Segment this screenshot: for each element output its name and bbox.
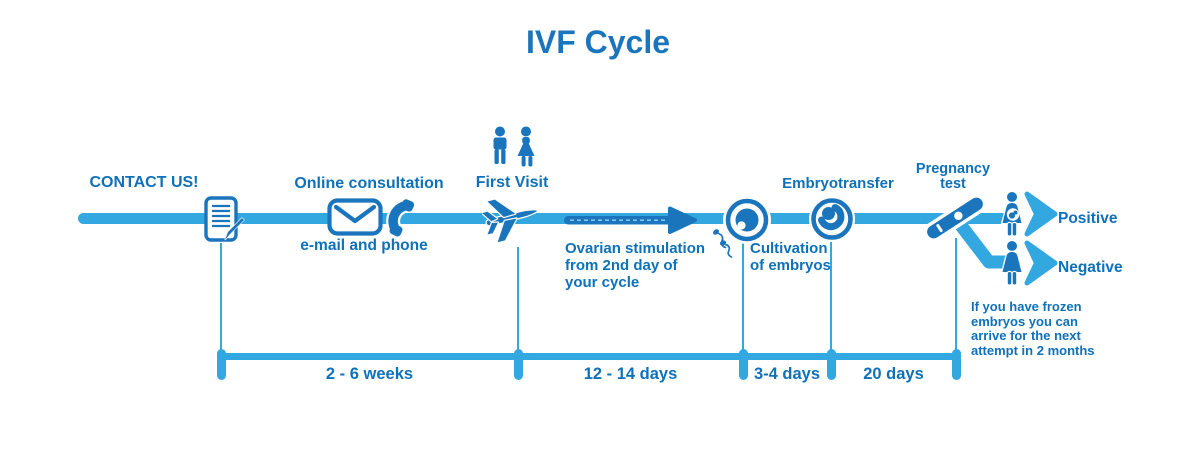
main-timeline-bar: [78, 213, 1010, 224]
pregnant-woman-icon: [1000, 191, 1058, 241]
bracket-tick: [827, 349, 836, 380]
online-consultation-label: Online consultation: [294, 175, 444, 192]
duration-label-3-4-days: 3-4 days: [753, 365, 821, 383]
phone-icon: [381, 193, 419, 241]
duration-bracket-bar: [219, 353, 959, 360]
connector-line-contact: [220, 243, 223, 353]
positive-label: Positive: [1058, 210, 1118, 227]
chevron-right-icon: [1024, 240, 1058, 286]
egg-fertilization-icon: [706, 194, 780, 260]
connector-line-embryotransfer: [830, 239, 833, 353]
couple-icon: [489, 126, 541, 172]
bracket-tick: [952, 349, 961, 380]
connector-line-pregnancy-test: [955, 238, 958, 353]
cultivation-label: Cultivation of embryos: [750, 240, 831, 274]
arrow-right-icon: [560, 205, 700, 235]
bracket-tick: [514, 349, 523, 380]
first-visit-label: First Visit: [475, 174, 549, 191]
airplane-icon: [482, 189, 542, 249]
connector-line-first-visit: [517, 247, 520, 353]
duration-label-2-6-weeks: 2 - 6 weeks: [325, 365, 414, 383]
connector-line-cultivation: [742, 240, 745, 353]
email-phone-sublabel: e-mail and phone: [300, 237, 428, 254]
document-pen-icon: [203, 196, 245, 248]
negative-label: Negative: [1058, 259, 1123, 276]
page-title: IVF Cycle: [525, 24, 671, 60]
email-icon: [327, 198, 383, 236]
bracket-tick: [739, 349, 748, 380]
embryo-icon: [808, 195, 856, 243]
pregnancy-test-label: Pregnancy test: [915, 161, 991, 192]
embryotransfer-label: Embryotransfer: [782, 175, 894, 192]
woman-icon: [1000, 240, 1058, 290]
contact-label: CONTACT US!: [89, 174, 199, 191]
bracket-tick: [217, 349, 226, 380]
pregnancy-test-icon: [915, 190, 995, 246]
chevron-right-icon: [1024, 191, 1058, 237]
duration-label-20-days: 20 days: [863, 365, 924, 383]
ovarian-stimulation-label: Ovarian stimulation from 2nd day of your…: [565, 240, 706, 291]
frozen-embryos-note: If you have frozen embryos you can arriv…: [971, 299, 1095, 359]
duration-label-12-14-days: 12 - 14 days: [583, 365, 678, 383]
